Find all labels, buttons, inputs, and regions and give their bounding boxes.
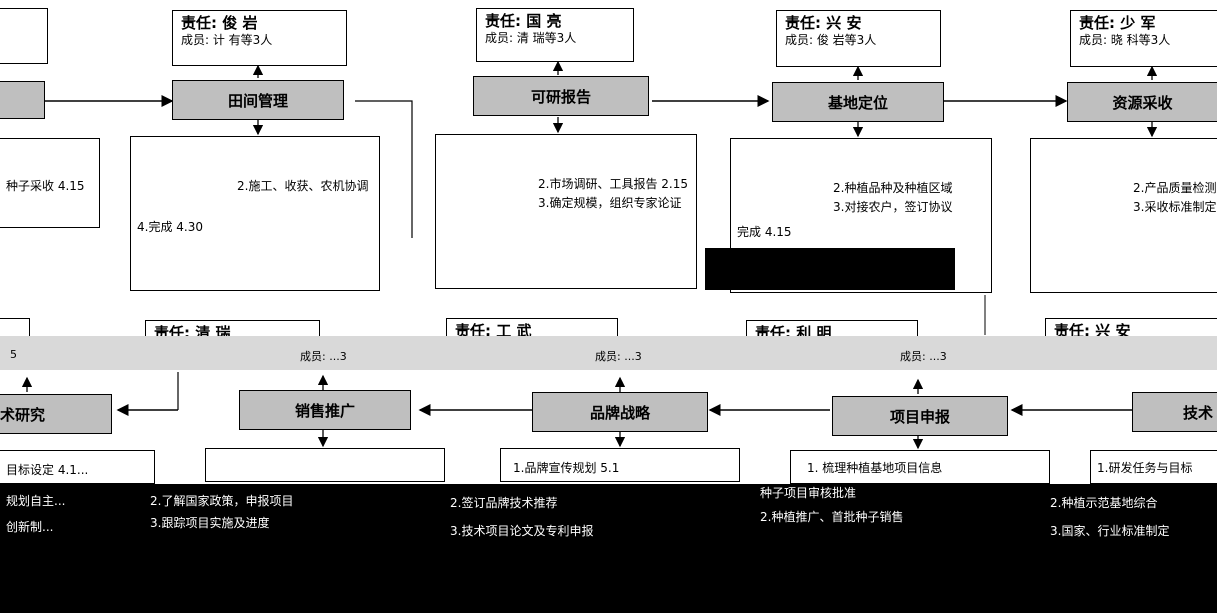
resp-members: 成员: 计 有等3人 [181,32,273,47]
stage-feasibility-report[interactable]: 可研报告 [473,76,649,116]
stage-left-partial [0,81,45,119]
stage-brand-strategy[interactable]: 品牌战略 [532,392,708,432]
task-box-harvest: 2.产品质量检测 3.采收标准制定 [1030,138,1217,293]
task-box-report: 2.市场调研、工具报告 2.15 3.确定规模，组织专家论证 [435,134,697,289]
task-box-left-partial: 种子采收 4.15 [0,138,100,228]
task-box-sales [205,448,445,482]
task-box-field: 2.施工、收获、农机协调 4.完成 4.30 [130,136,380,291]
stage-base-location[interactable]: 基地定位 [772,82,944,122]
stage-sales-promotion[interactable]: 销售推广 [239,390,411,430]
task-box-brand: 1.品牌宣传规划 5.1 [500,448,740,482]
stage-field-management[interactable]: 田间管理 [172,80,344,120]
stage-technology[interactable]: 技术 [1132,392,1217,432]
task-box-tech: 1.研发任务与目标 [1090,450,1217,484]
connector-field [355,100,413,238]
overlay-band-members: 5 成员: ...3 成员: ...3 成员: ...3 [0,336,1217,370]
resp-title: 责任: 俊 岩 [181,14,258,32]
task-box-project: 1. 梳理种植基地项目信息 [790,450,1050,484]
resp-box-left-partial [0,8,48,64]
task-box-research: 目标设定 4.1... [0,450,155,484]
resp-box-field: 责任: 俊 岩 成员: 计 有等3人 [172,10,347,66]
stage-resource-harvest[interactable]: 资源采收 [1067,82,1217,122]
redacted-block [705,248,955,290]
stage-project-application[interactable]: 项目申报 [832,396,1008,436]
overlay-band-dark: 规划自主... 创新制... 2.了解国家政策，申报项目 3.跟踪项目实施及进度… [0,484,1217,613]
resp-box-harvest: 责任: 少 军 成员: 晓 科等3人 [1070,10,1217,67]
resp-box-report: 责任: 国 亮 成员: 清 瑞等3人 [476,8,634,62]
stage-technology-research[interactable]: 术研究 [0,394,112,434]
resp-box-base: 责任: 兴 安 成员: 俊 岩等3人 [776,10,941,67]
